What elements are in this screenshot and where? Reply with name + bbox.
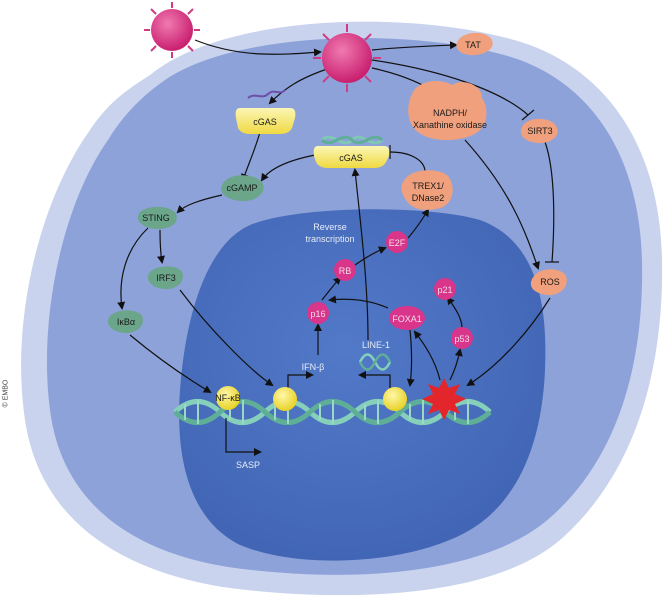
nfkb-label: NF-κB	[215, 393, 241, 403]
cgas-dna-node: cGAS	[313, 135, 390, 168]
dna-damage-icon	[422, 378, 466, 420]
virus-icon	[313, 24, 381, 92]
cgas-sensor-node: cGAS	[235, 89, 296, 134]
e2f-node: E2F	[386, 231, 408, 253]
irf3-node: IRF3	[147, 266, 183, 290]
cgamp-node: cGAMP	[221, 175, 264, 202]
nadph-oxidase-node: NADPH/ Xanathine oxidase	[408, 80, 487, 141]
copyright-text: © EMBO	[2, 379, 10, 408]
nfkb-factor-circle	[216, 386, 240, 410]
svg-text:RB: RB	[339, 266, 352, 276]
p53-node: p53	[451, 327, 473, 349]
svg-text:Xanathine oxidase: Xanathine oxidase	[413, 120, 487, 130]
p21-node: p21	[434, 278, 456, 300]
svg-text:DNase2: DNase2	[412, 193, 445, 203]
svg-text:IRF3: IRF3	[156, 273, 176, 283]
svg-text:TREX1/: TREX1/	[412, 181, 444, 191]
svg-text:cGAS: cGAS	[339, 153, 363, 163]
sirt3-node: SIRT3	[520, 118, 558, 144]
svg-text:cGAS: cGAS	[253, 117, 277, 127]
ikba-node: IκBα	[107, 310, 143, 334]
svg-text:FOXA1: FOXA1	[392, 314, 422, 324]
tat-node: TAT	[456, 32, 493, 56]
svg-text:TAT: TAT	[465, 40, 481, 50]
reverse-transcription-label: Reverse	[313, 222, 347, 232]
ros-node: ROS	[530, 269, 567, 296]
svg-text:NADPH/: NADPH/	[433, 108, 468, 118]
svg-text:cGAMP: cGAMP	[226, 183, 257, 193]
nucleus	[179, 209, 546, 561]
svg-text:p53: p53	[454, 334, 469, 344]
reverse-transcription-label: transcription	[305, 234, 354, 244]
pathway-arrows	[117, 39, 559, 456]
svg-text:p16: p16	[310, 309, 325, 319]
ifn-beta-label: IFN-β	[302, 362, 325, 372]
svg-text:LINE-1: LINE-1	[362, 340, 390, 350]
svg-text:E2F: E2F	[389, 238, 406, 248]
foxa1-node: FOXA1	[389, 306, 425, 330]
svg-text:IκBα: IκBα	[117, 317, 135, 327]
sasp-label: SASP	[236, 460, 260, 470]
foxa1-factor-circle	[383, 387, 407, 411]
svg-text:ROS: ROS	[540, 277, 560, 287]
virus-icon	[144, 2, 200, 58]
sting-node: STING	[137, 206, 177, 230]
irf3-factor-circle	[273, 387, 297, 411]
svg-text:p21: p21	[437, 285, 452, 295]
trex1-dnase2-node: TREX1/ DNase2	[401, 170, 453, 210]
svg-text:SIRT3: SIRT3	[527, 126, 552, 136]
p16-node: p16	[307, 302, 329, 324]
rb-node: RB	[334, 259, 356, 281]
svg-text:STING: STING	[142, 213, 170, 223]
line1-element: LINE-1	[358, 340, 392, 371]
